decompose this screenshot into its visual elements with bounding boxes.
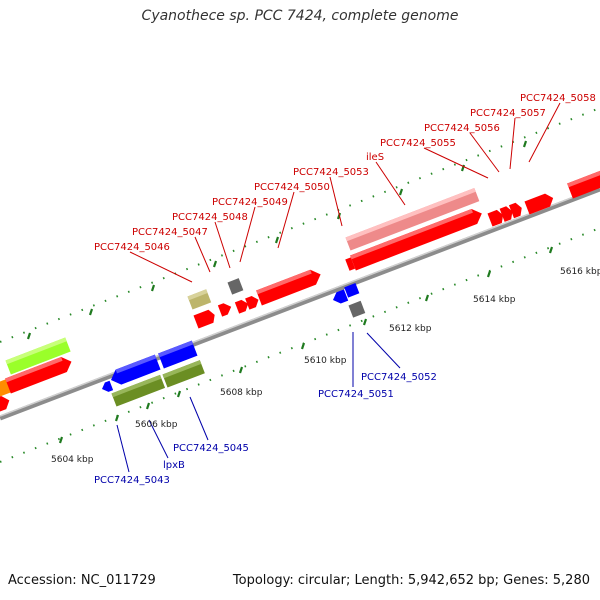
- gene-arrow: [217, 303, 232, 317]
- gene-box: [162, 360, 205, 388]
- reverse-gene-labels: PCC7424_5043 lpxB PCC7424_5045 PCC7424_5…: [94, 372, 437, 486]
- gene-box: [158, 340, 198, 369]
- gene-label: PCC7424_5053: [293, 167, 369, 178]
- gene-box: [567, 169, 600, 199]
- scale-label: 5604 kbp: [51, 455, 94, 465]
- reverse-strand-genes: [102, 283, 366, 407]
- gene-arrow: [111, 354, 161, 385]
- gene-arrow: [508, 202, 522, 219]
- gene-arrow: [5, 357, 72, 394]
- map-title: Cyanothece sp. PCC 7424, complete genome: [141, 8, 459, 24]
- gene-label: PCC7424_5058: [520, 93, 596, 104]
- gene-label: ileS: [366, 152, 384, 163]
- gene-arrow: [5, 337, 71, 375]
- gene-label: PCC7424_5057: [470, 108, 546, 119]
- gene-arrow: [487, 209, 504, 227]
- gene-label: lpxB: [163, 460, 185, 471]
- gene-box: [111, 374, 166, 407]
- gene-arrow: [193, 309, 215, 329]
- gene-arrow: [245, 295, 259, 310]
- topology-text: Topology: circular; Length: 5,942,652 bp…: [232, 573, 590, 588]
- scale-label: 5614 kbp: [473, 295, 516, 305]
- gene-label: PCC7424_5043: [94, 475, 170, 486]
- gene-label: PCC7424_5050: [254, 182, 330, 193]
- scale-label: 5606 kbp: [135, 420, 178, 430]
- gene-label: PCC7424_5056: [424, 123, 500, 134]
- gene-label: PCC7424_5052: [361, 372, 437, 383]
- gene-arrow: [0, 396, 10, 415]
- gene-label: PCC7424_5048: [172, 212, 248, 223]
- gene-arrow: [102, 380, 114, 392]
- scale-label: 5610 kbp: [304, 356, 347, 366]
- forward-leader-lines: [129, 102, 561, 283]
- gene-label: PCC7424_5047: [132, 227, 208, 238]
- scale-label: 5616 kbp: [560, 267, 600, 277]
- gene-box: [344, 283, 360, 298]
- genome-backbone: [0, 186, 600, 421]
- reverse-leader-lines: [116, 332, 401, 473]
- major-ticks: [26, 140, 554, 444]
- gene-arrow: [350, 208, 482, 271]
- gene-arrow: [0, 378, 12, 403]
- forward-strand-genes: [0, 169, 600, 415]
- forward-gene-labels: PCC7424_5046 PCC7424_5047 PCC7424_5048 P…: [94, 93, 596, 253]
- gene-box: [227, 278, 244, 295]
- gene-box: [345, 188, 480, 251]
- gene-arrow: [333, 289, 349, 304]
- gene-label: PCC7424_5051: [318, 389, 394, 400]
- gene-label: PCC7424_5046: [94, 242, 170, 253]
- scale-label: 5612 kbp: [389, 324, 432, 334]
- gene-label: PCC7424_5049: [212, 197, 288, 208]
- gene-arrow: [499, 206, 513, 222]
- gene-arrow: [256, 269, 321, 306]
- gene-label: PCC7424_5045: [173, 443, 249, 454]
- accession-text: Accession: NC_011729: [8, 573, 156, 588]
- gene-arrow: [234, 299, 249, 314]
- gene-label: PCC7424_5055: [380, 138, 456, 149]
- gene-arrow: [524, 193, 554, 215]
- scale-label: 5608 kbp: [220, 388, 263, 398]
- gene-box: [348, 300, 366, 318]
- scale-labels: 5604 kbp 5606 kbp 5608 kbp 5610 kbp 5612…: [51, 267, 600, 465]
